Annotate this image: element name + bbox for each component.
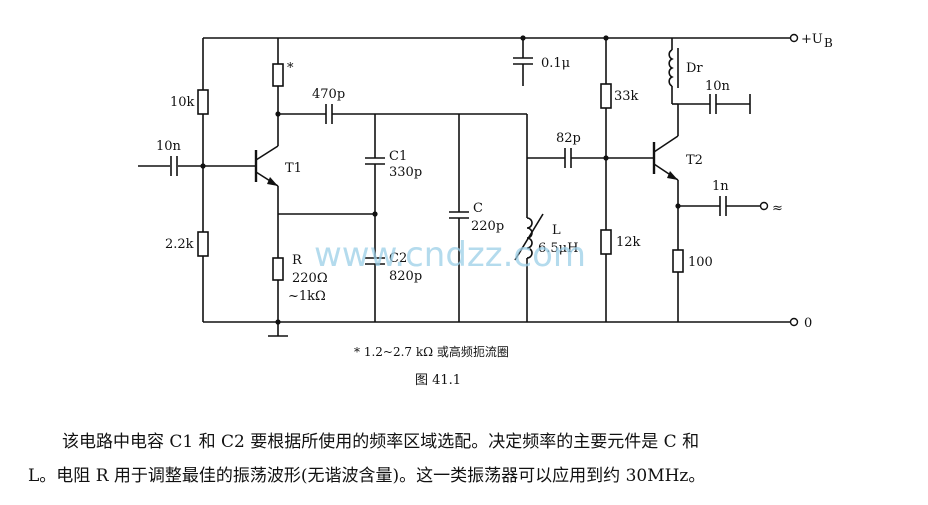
r12k-label: 12k	[616, 235, 641, 250]
resistor-12k	[600, 229, 612, 255]
c-value-label: 220p	[471, 219, 504, 234]
ground-label: 0	[804, 316, 812, 331]
r-value-label-2: ~1kΩ	[288, 289, 326, 304]
r-name-label: R	[292, 253, 303, 268]
supply-label: +U	[801, 32, 823, 47]
c1-name-label: C1	[389, 149, 407, 164]
resistor-star	[272, 63, 284, 87]
c2-value-label: 820p	[389, 269, 422, 284]
c1n-label: 1n	[712, 179, 729, 194]
resistor-33k	[600, 83, 612, 109]
c1-value-label: 330p	[389, 165, 422, 180]
r100-label: 100	[688, 255, 713, 270]
inductor-dr	[668, 49, 674, 87]
resistor-100	[672, 249, 684, 273]
watermark: www.cndzz.com	[314, 235, 586, 275]
description: 该电路中电容 C1 和 C2 要根据所使用的频率区域选配。决定频率的主要元件是 …	[28, 425, 908, 493]
c10n-out-label: 10n	[705, 79, 731, 94]
description-line-2: L。电阻 R 用于调整最佳的振荡波形(无谐波含量)。这一类振荡器可以应用到约 3…	[28, 466, 706, 486]
supply-terminal	[789, 33, 799, 43]
figure-caption: 图 41.1	[415, 373, 461, 388]
r2-2k-label: 2.2k	[165, 237, 194, 252]
resistor-2-2k	[197, 231, 209, 257]
c470p-label: 470p	[312, 87, 345, 102]
description-line-1: 该电路中电容 C1 和 C2 要根据所使用的频率区域选配。决定频率的主要元件是 …	[62, 432, 700, 452]
r10k-label: 10k	[170, 95, 195, 110]
supply-sub-label: B	[824, 36, 833, 50]
c2-name-label: C2	[389, 251, 407, 266]
output-terminal	[759, 201, 769, 211]
ground-terminal	[789, 317, 799, 327]
c-name-label: C	[473, 201, 483, 216]
c10n-in-label: 10n	[156, 139, 182, 154]
star-label: *	[287, 61, 294, 76]
c82p-label: 82p	[556, 131, 581, 146]
output-symbol: ≈	[772, 201, 783, 216]
t1-label: T1	[285, 161, 302, 176]
r33k-label: 33k	[614, 89, 639, 104]
resistor-r	[272, 257, 284, 281]
l-name-label: L	[552, 223, 561, 238]
t2-label: T2	[686, 153, 703, 168]
resistor-10k	[197, 89, 209, 115]
footnote: * 1.2~2.7 kΩ 或高频扼流圈	[354, 344, 509, 359]
c01u-label: 0.1μ	[541, 56, 570, 71]
dr-label: Dr	[686, 61, 703, 76]
l-value-label: 6.5μH	[538, 241, 578, 256]
r-value-label-1: 220Ω	[292, 271, 328, 286]
inductor-l	[526, 217, 533, 259]
